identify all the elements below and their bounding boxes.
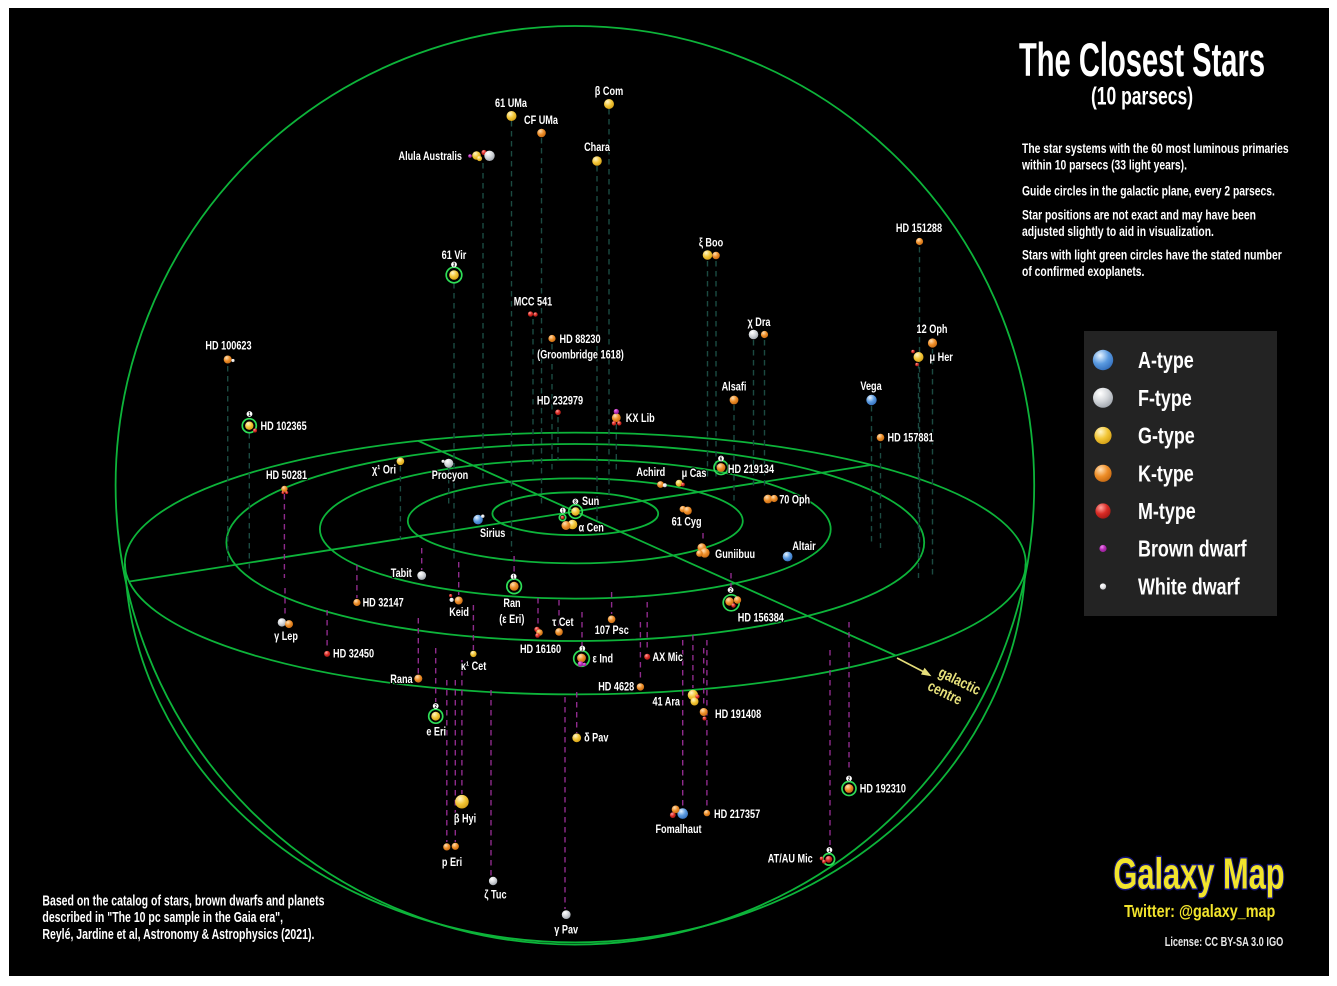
- svg-text:HD 102365: HD 102365: [261, 421, 307, 433]
- svg-text:ε Ind: ε Ind: [593, 653, 614, 665]
- svg-text:of confirmed exoplanets.: of confirmed exoplanets.: [1022, 264, 1144, 280]
- svg-text:1: 1: [581, 646, 584, 652]
- svg-text:p Eri: p Eri: [442, 857, 462, 869]
- svg-text:γ Pav: γ Pav: [554, 924, 578, 936]
- svg-text:μ Her: μ Her: [930, 352, 953, 364]
- svg-text:(Groombridge 1618): (Groombridge 1618): [537, 350, 624, 362]
- svg-text:AT/AU Mic: AT/AU Mic: [768, 853, 813, 865]
- svg-text:HD 232979: HD 232979: [537, 396, 583, 408]
- svg-text:HD 32450: HD 32450: [333, 649, 374, 661]
- svg-text:α Cen: α Cen: [579, 523, 604, 535]
- svg-text:Achird: Achird: [636, 467, 665, 479]
- svg-text:107 Psc: 107 Psc: [595, 625, 629, 637]
- svg-text:χ¹ Ori: χ¹ Ori: [372, 464, 396, 477]
- svg-text:3: 3: [453, 262, 456, 268]
- svg-text:HD 192310: HD 192310: [860, 784, 906, 796]
- svg-text:MCC 541: MCC 541: [514, 297, 553, 309]
- svg-text:12 Oph: 12 Oph: [917, 324, 948, 336]
- svg-text:HD 217357: HD 217357: [714, 809, 760, 821]
- svg-text:e Eri: e Eri: [426, 727, 446, 739]
- svg-text:HD 191408: HD 191408: [715, 709, 761, 721]
- svg-text:ξ Boo: ξ Boo: [699, 238, 723, 250]
- svg-text:Sirius: Sirius: [480, 528, 505, 540]
- svg-text:F-type: F-type: [1138, 386, 1192, 412]
- svg-text:κ¹ Cet: κ¹ Cet: [461, 660, 487, 673]
- svg-text:Rana: Rana: [390, 674, 412, 686]
- svg-text:Sun: Sun: [582, 496, 599, 508]
- svg-text:HD 219134: HD 219134: [728, 464, 774, 476]
- svg-text:1: 1: [562, 508, 565, 514]
- svg-text:1: 1: [828, 847, 831, 853]
- svg-text:A-type: A-type: [1138, 348, 1194, 374]
- svg-text:Chara: Chara: [584, 142, 610, 154]
- svg-text:Vega: Vega: [860, 381, 881, 393]
- svg-text:described in "The 10 pc sample: described in "The 10 pc sample in the Ga…: [42, 908, 283, 925]
- svg-text:Stars with light green circles: Stars with light green circles have the …: [1022, 247, 1282, 263]
- svg-text:2: 2: [848, 776, 851, 782]
- svg-text:(ε Eri): (ε Eri): [499, 614, 524, 626]
- svg-text:μ Cas: μ Cas: [682, 468, 707, 480]
- svg-text:Keid: Keid: [449, 607, 469, 619]
- svg-text:Alula Australis: Alula Australis: [398, 151, 462, 163]
- svg-text:τ Cet: τ Cet: [552, 617, 574, 629]
- svg-text:χ Dra: χ Dra: [748, 317, 771, 329]
- svg-text:2: 2: [435, 703, 438, 709]
- svg-text:1: 1: [248, 411, 251, 417]
- svg-text:Procyon: Procyon: [432, 470, 468, 482]
- svg-text:61 Cyg: 61 Cyg: [672, 517, 702, 529]
- svg-text:adjusted slightly to aid in vi: adjusted slightly to aid in visualizatio…: [1022, 224, 1214, 240]
- svg-text:Ran: Ran: [503, 598, 520, 610]
- svg-text:HD 157881: HD 157881: [888, 433, 934, 445]
- svg-text:CF UMa: CF UMa: [524, 115, 558, 127]
- svg-text:Star positions are not exact a: Star positions are not exact and may hav…: [1022, 207, 1256, 223]
- svg-text:The star systems with the 60 m: The star systems with the 60 most lumino…: [1022, 141, 1289, 157]
- svg-text:G-type: G-type: [1138, 423, 1195, 449]
- svg-text:δ Pav: δ Pav: [584, 733, 608, 745]
- svg-text:Based on the catalog of stars,: Based on the catalog of stars, brown dwa…: [42, 892, 324, 909]
- svg-text:8: 8: [574, 499, 577, 505]
- svg-text:Reylé, Jardine et al, Astronom: Reylé, Jardine et al, Astronomy & Astrop…: [42, 925, 314, 942]
- svg-text:2: 2: [729, 587, 732, 593]
- svg-text:ζ Tuc: ζ Tuc: [484, 890, 506, 902]
- svg-text:6: 6: [720, 456, 723, 462]
- svg-text:within 10 parsecs (33 light ye: within 10 parsecs (33 light years).: [1021, 157, 1187, 173]
- svg-text:Tabit: Tabit: [391, 568, 413, 580]
- svg-text:White dwarf: White dwarf: [1138, 574, 1240, 600]
- svg-text:Brown dwarf: Brown dwarf: [1138, 536, 1247, 562]
- svg-text:HD 32147: HD 32147: [363, 598, 404, 610]
- svg-text:AX Mic: AX Mic: [653, 652, 684, 664]
- svg-text:1: 1: [512, 574, 515, 580]
- svg-text:(10 parsecs): (10 parsecs): [1091, 81, 1193, 110]
- svg-text:61 UMa: 61 UMa: [495, 98, 527, 110]
- svg-text:HD 88230: HD 88230: [560, 334, 601, 346]
- svg-text:K-type: K-type: [1138, 461, 1194, 487]
- svg-text:61 Vir: 61 Vir: [442, 250, 467, 262]
- svg-text:Guide circles in the galactic: Guide circles in the galactic plane, eve…: [1022, 183, 1275, 199]
- svg-text:Guniibuu: Guniibuu: [715, 549, 755, 561]
- svg-text:KX Lib: KX Lib: [626, 413, 655, 425]
- svg-text:Fomalhaut: Fomalhaut: [655, 824, 702, 836]
- svg-text:License: CC BY-SA 3.0 IGO: License: CC BY-SA 3.0 IGO: [1165, 936, 1284, 950]
- svg-text:Alsafi: Alsafi: [722, 382, 747, 394]
- svg-text:HD 16160: HD 16160: [520, 644, 561, 656]
- svg-text:41 Ara: 41 Ara: [652, 697, 680, 709]
- svg-text:M-type: M-type: [1138, 499, 1196, 525]
- svg-text:β Hyi: β Hyi: [454, 813, 476, 825]
- svg-text:HD 50281: HD 50281: [266, 470, 307, 482]
- svg-text:70 Oph: 70 Oph: [779, 495, 810, 507]
- svg-text:The Closest Stars: The Closest Stars: [1019, 35, 1265, 87]
- svg-text:Altair: Altair: [792, 541, 815, 553]
- svg-text:β Com: β Com: [595, 86, 623, 98]
- svg-text:HD 156384: HD 156384: [738, 612, 784, 624]
- svg-text:Twitter: @galaxy_map: Twitter: @galaxy_map: [1124, 901, 1275, 921]
- svg-text:HD 100623: HD 100623: [205, 341, 251, 353]
- svg-text:HD 4628: HD 4628: [598, 682, 634, 694]
- svg-text:HD 151288: HD 151288: [896, 223, 942, 235]
- svg-text:γ Lep: γ Lep: [274, 631, 298, 643]
- svg-text:Galaxy Map: Galaxy Map: [1113, 850, 1284, 899]
